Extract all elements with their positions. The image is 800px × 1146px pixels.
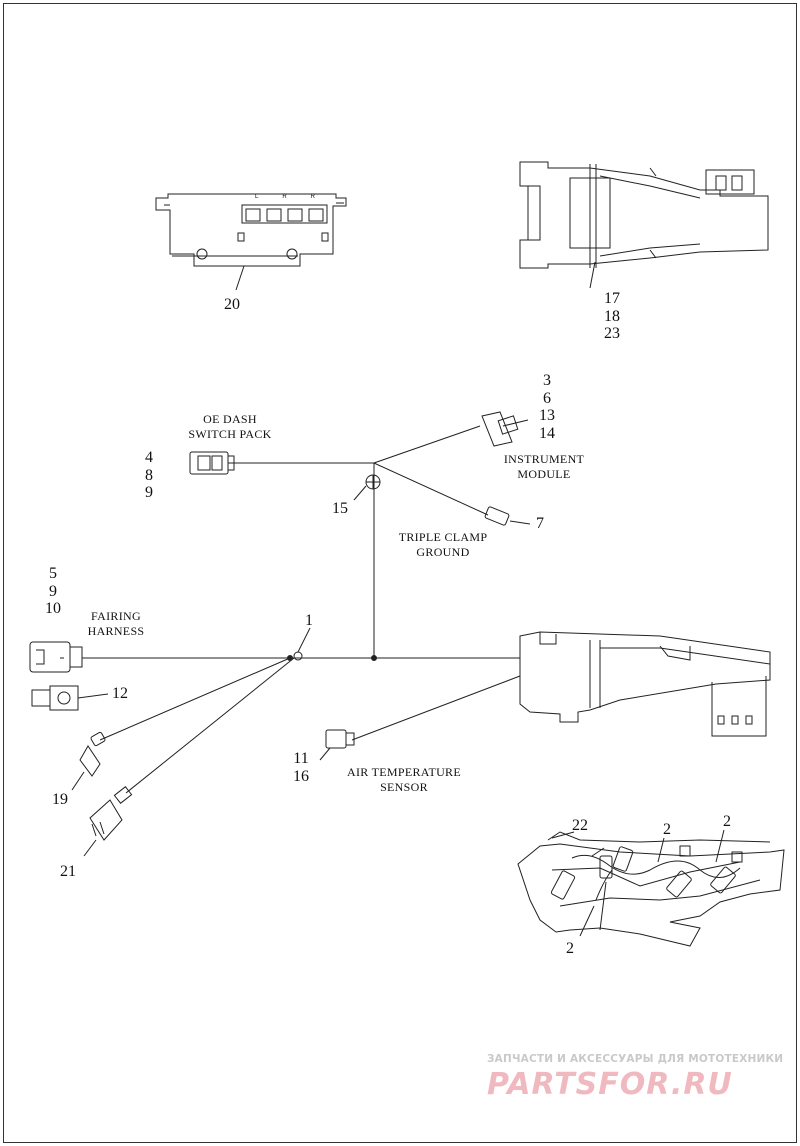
callout-14: 14 <box>539 424 555 442</box>
fairing-body-side-view <box>519 631 771 737</box>
watermark-logo: PARTSFOR.RU <box>487 1067 733 1102</box>
callout-10: 10 <box>45 600 61 617</box>
label-triple-clamp-ground: TRIPLE CLAMP GROUND <box>398 530 488 559</box>
callout-22: 22 <box>572 817 588 834</box>
callout-13: 13 <box>539 407 555 424</box>
triple-clamp-ground-terminal <box>484 506 531 526</box>
switch-pack-letters: L R R <box>255 194 315 200</box>
callout-9-fairing: 9 <box>49 582 57 600</box>
callout-17: 17 <box>604 290 620 307</box>
connector-part-19 <box>71 731 106 791</box>
callout-23: 23 <box>604 325 620 342</box>
instrument-module-connector <box>481 411 529 447</box>
callout-15: 15 <box>332 500 348 517</box>
label-oe-dash-switch-pack: OE DASH SWITCH PACK <box>188 412 272 441</box>
callout-8: 8 <box>145 466 153 484</box>
callout-5: 5 <box>49 565 57 582</box>
callout-2: 2 <box>566 940 574 957</box>
switch-pack-connector <box>189 451 235 475</box>
harness-clip-part-15 <box>353 474 381 501</box>
callout-stack-5-9-10: 5 9 10 <box>40 565 66 618</box>
callout-1: 1 <box>305 612 313 629</box>
connector-part-21 <box>83 786 133 857</box>
fairing-harness-connector <box>29 641 83 673</box>
callout-6: 6 <box>543 389 551 407</box>
callout-21: 21 <box>60 863 76 880</box>
harness-tag-part-12 <box>31 685 109 711</box>
callout-3: 3 <box>543 372 551 389</box>
harness-junction-dot <box>287 655 293 661</box>
callout-12: 12 <box>112 685 128 702</box>
page-border <box>3 3 797 1143</box>
switch-pack-bracket-part-20 <box>155 193 347 291</box>
cable-tie-part-1 <box>293 627 311 661</box>
callout-2: 2 <box>723 813 731 830</box>
callout-19: 19 <box>52 791 68 808</box>
watermark: ЗАПЧАСТИ И АКСЕССУАРЫ ДЛЯ МОТОТЕХНИКИ PA… <box>487 1053 787 1102</box>
callout-stack-4-8-9: 4 8 9 <box>140 449 158 502</box>
label-instrument-module: INSTRUMENT MODULE <box>503 452 585 481</box>
callout-7: 7 <box>536 515 544 532</box>
label-fairing-harness: FAIRING HARNESS <box>87 609 145 638</box>
harness-junction-dot <box>371 655 377 661</box>
harness-wires <box>82 425 521 794</box>
fairing-cover-part-17 <box>519 161 769 289</box>
callout-9: 9 <box>145 484 153 501</box>
callout-11: 11 <box>293 750 309 767</box>
air-temperature-sensor <box>319 729 355 761</box>
callout-stack-3-6-13-14: 3 6 13 14 <box>534 372 560 442</box>
callout-2: 2 <box>663 821 671 838</box>
label-air-temperature-sensor: AIR TEMPERATURE SENSOR <box>347 765 461 794</box>
watermark-tagline: ЗАПЧАСТИ И АКСЕССУАРЫ ДЛЯ МОТОТЕХНИКИ <box>487 1053 784 1065</box>
fairing-assembly-detail <box>517 829 785 947</box>
callout-stack-11-16: 11 16 <box>289 750 313 785</box>
callout-16: 16 <box>293 767 309 785</box>
callout-4: 4 <box>145 449 153 466</box>
callout-18: 18 <box>604 307 620 325</box>
callout-stack-17-18-23: 17 18 23 <box>600 290 624 343</box>
callout-20: 20 <box>224 296 240 313</box>
